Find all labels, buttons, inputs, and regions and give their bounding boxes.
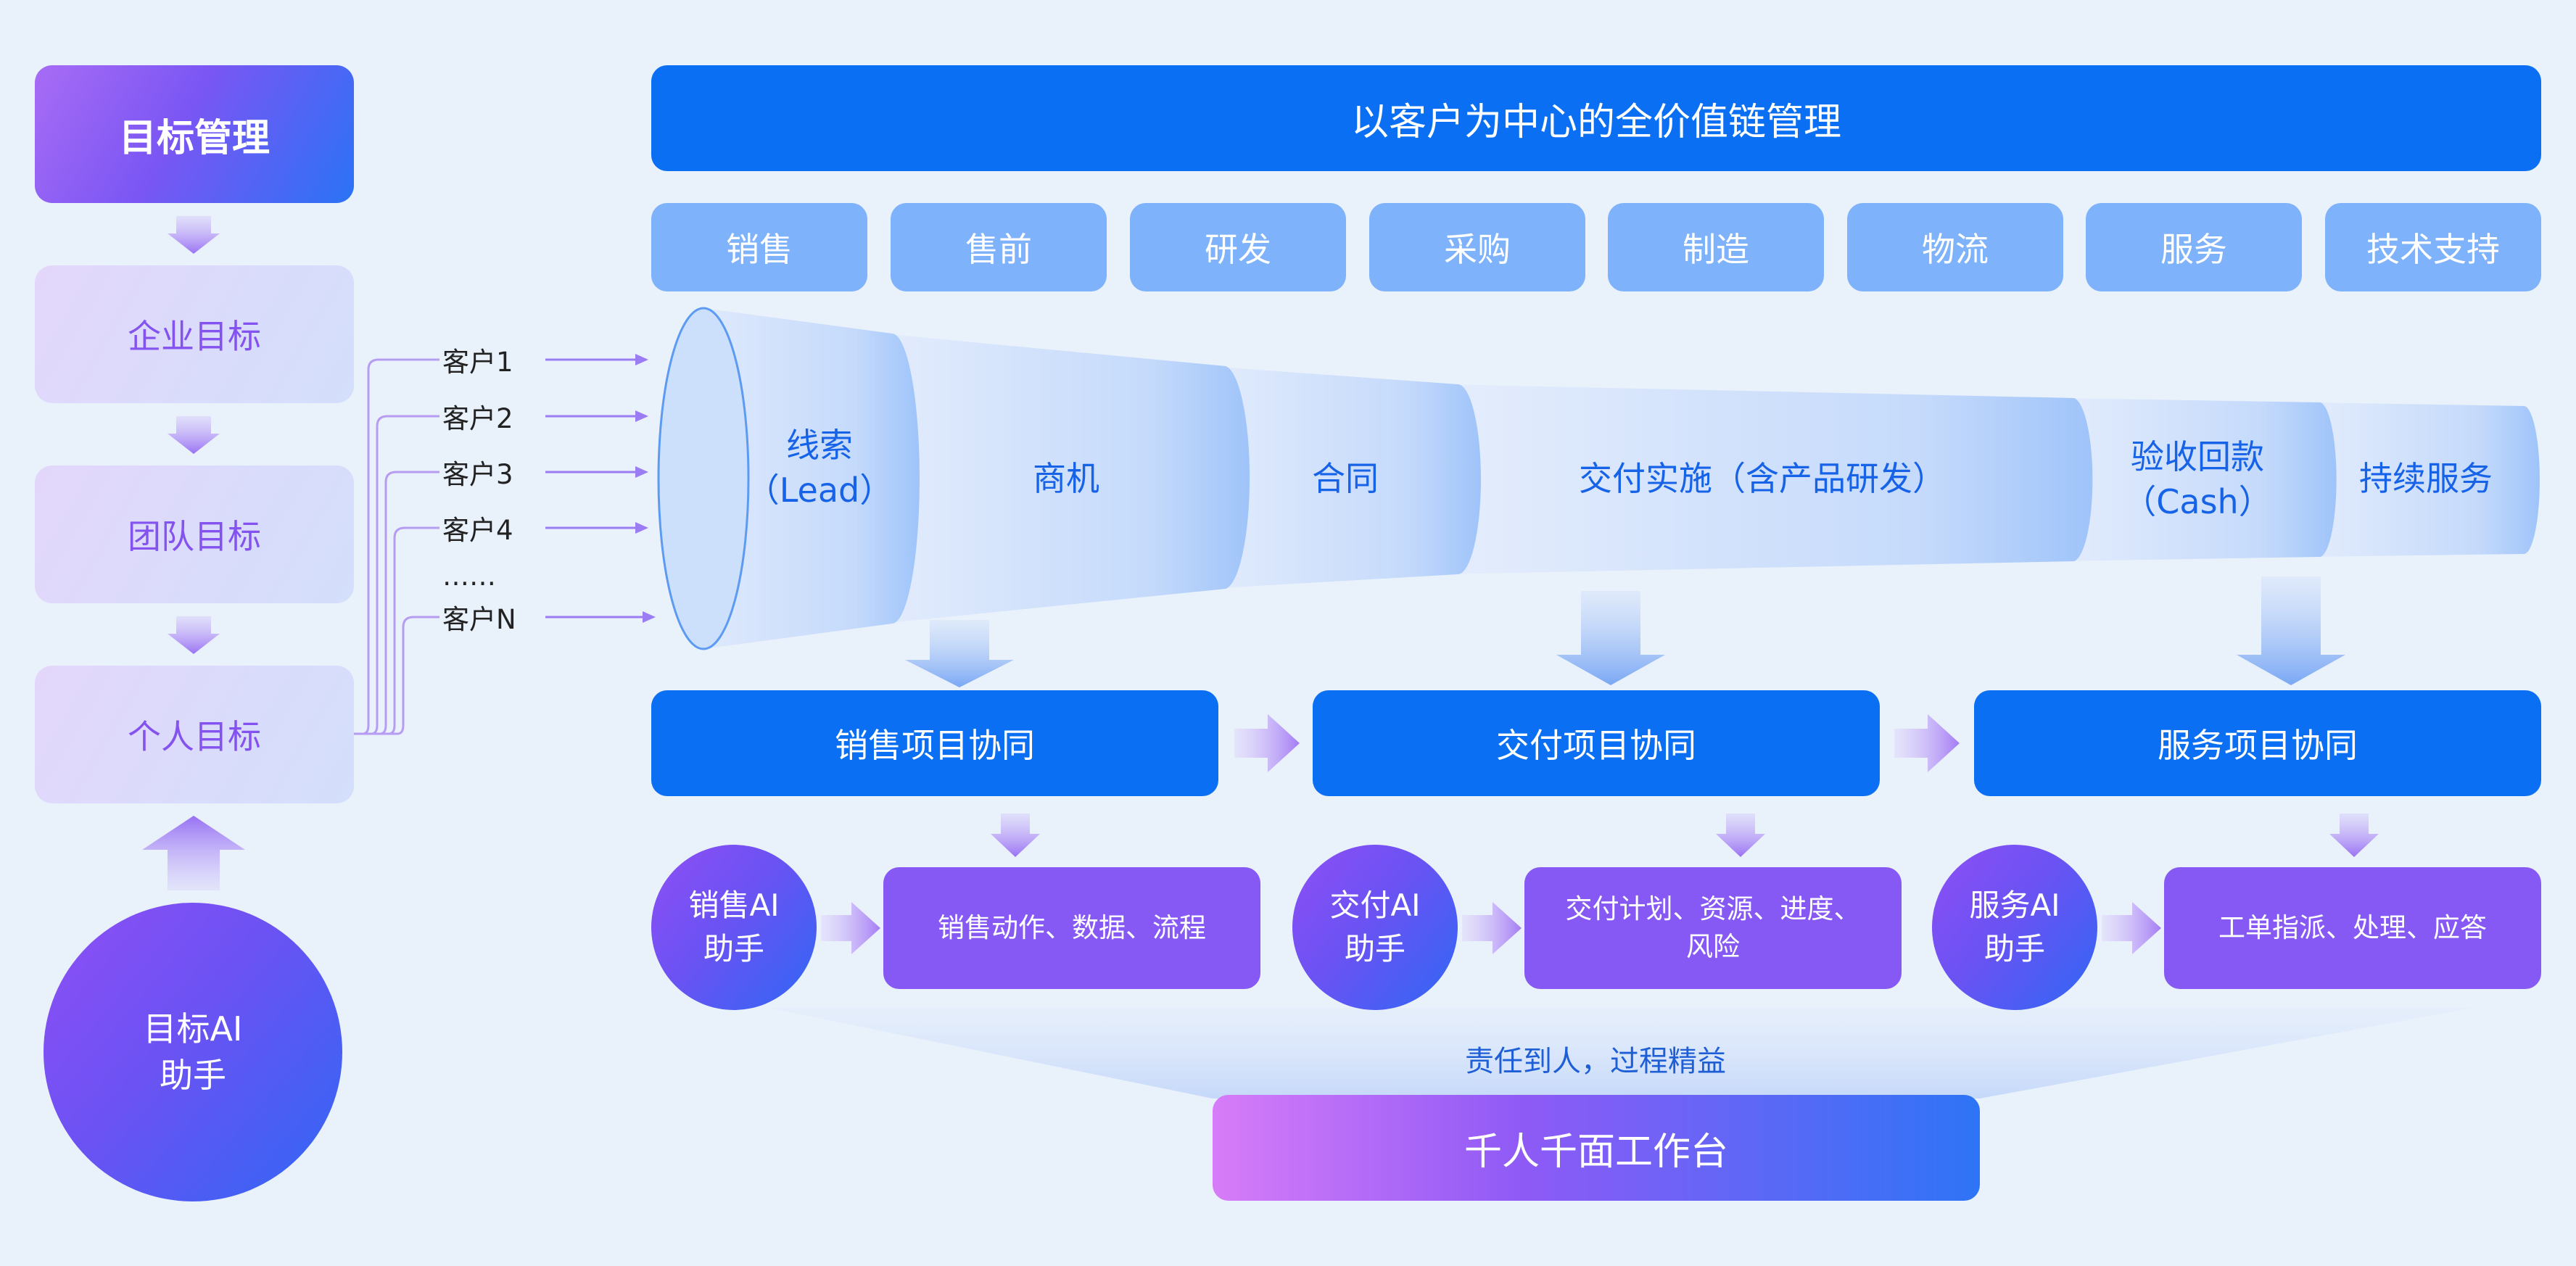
collab-arrow-1 <box>1234 714 1300 772</box>
stage-opportunity: 商机 <box>1033 459 1099 498</box>
goal-management-title: 目标管理 <box>35 65 354 203</box>
task-arrow-2 <box>1716 814 1765 857</box>
dept-tech-support[interactable]: 技术支持 <box>2325 203 2541 291</box>
customer-2: 客户2 <box>442 403 513 434</box>
dept-rd[interactable]: 研发 <box>1130 203 1346 291</box>
customer-arrows <box>545 358 645 618</box>
ai-arrow-2 <box>1462 902 1522 954</box>
goal-ai-assistant[interactable]: 目标AI 助手 <box>44 903 342 1201</box>
stage-cash: 验收回款 （Cash） <box>2123 437 2272 521</box>
customer-connectors <box>354 358 439 735</box>
sales-ai-assistant[interactable]: 销售AI 助手 <box>651 845 817 1010</box>
stage-continuous-service: 持续服务 <box>2359 459 2493 498</box>
value-chain-header: 以客户为中心的全价值链管理 <box>651 65 2541 171</box>
delivery-project-collab[interactable]: 交付项目协同 <box>1313 690 1880 796</box>
assistant-up-arrow <box>142 816 245 890</box>
goal-arrow-2 <box>168 416 220 454</box>
team-goal[interactable]: 团队目标 <box>35 466 354 603</box>
responsibility-caption: 责任到人，过程精益 <box>1465 1045 1726 1078</box>
service-tasks: 工单指派、处理、应答 <box>2164 867 2541 989</box>
task-arrow-1 <box>991 814 1040 857</box>
customer-1: 客户1 <box>442 347 513 378</box>
goal-arrow-1 <box>168 216 220 254</box>
personalized-workbench[interactable]: 千人千面工作台 <box>1213 1095 1980 1201</box>
dept-procurement[interactable]: 采购 <box>1369 203 1585 291</box>
funnel-segments <box>657 307 2540 650</box>
dept-manufacturing[interactable]: 制造 <box>1608 203 1824 291</box>
funnel-arrow-delivery <box>1556 591 1665 685</box>
customer-4: 客户4 <box>442 515 513 546</box>
customer-3: 客户3 <box>442 459 513 490</box>
dept-service[interactable]: 服务 <box>2086 203 2302 291</box>
dept-sales[interactable]: 销售 <box>651 203 867 291</box>
service-ai-assistant[interactable]: 服务AI 助手 <box>1932 845 2097 1010</box>
task-arrow-3 <box>2329 814 2379 857</box>
goal-arrow-3 <box>168 616 220 654</box>
customer-ellipsis: …… <box>442 560 496 592</box>
customer-n: 客户N <box>442 604 516 635</box>
dept-logistics[interactable]: 物流 <box>1847 203 2063 291</box>
sales-project-collab[interactable]: 销售项目协同 <box>651 690 1218 796</box>
ai-arrow-3 <box>2102 902 2161 954</box>
stage-delivery: 交付实施（含产品研发） <box>1579 459 1946 498</box>
enterprise-goal[interactable]: 企业目标 <box>35 265 354 403</box>
sales-tasks: 销售动作、数据、流程 <box>883 867 1260 989</box>
delivery-tasks: 交付计划、资源、进度、 风险 <box>1524 867 1902 989</box>
delivery-ai-assistant[interactable]: 交付AI 助手 <box>1292 845 1458 1010</box>
personal-goal[interactable]: 个人目标 <box>35 666 354 803</box>
funnel-arrow-service <box>2237 576 2345 685</box>
collab-arrow-2 <box>1894 714 1960 772</box>
stage-contract: 合同 <box>1312 459 1379 498</box>
ai-arrow-1 <box>821 902 880 954</box>
dept-presales[interactable]: 售前 <box>891 203 1107 291</box>
workbench-fan <box>769 1008 2473 1099</box>
stage-lead: 线索 （Lead） <box>746 426 893 510</box>
funnel-arrow-sales <box>905 620 1014 687</box>
service-project-collab[interactable]: 服务项目协同 <box>1974 690 2541 796</box>
